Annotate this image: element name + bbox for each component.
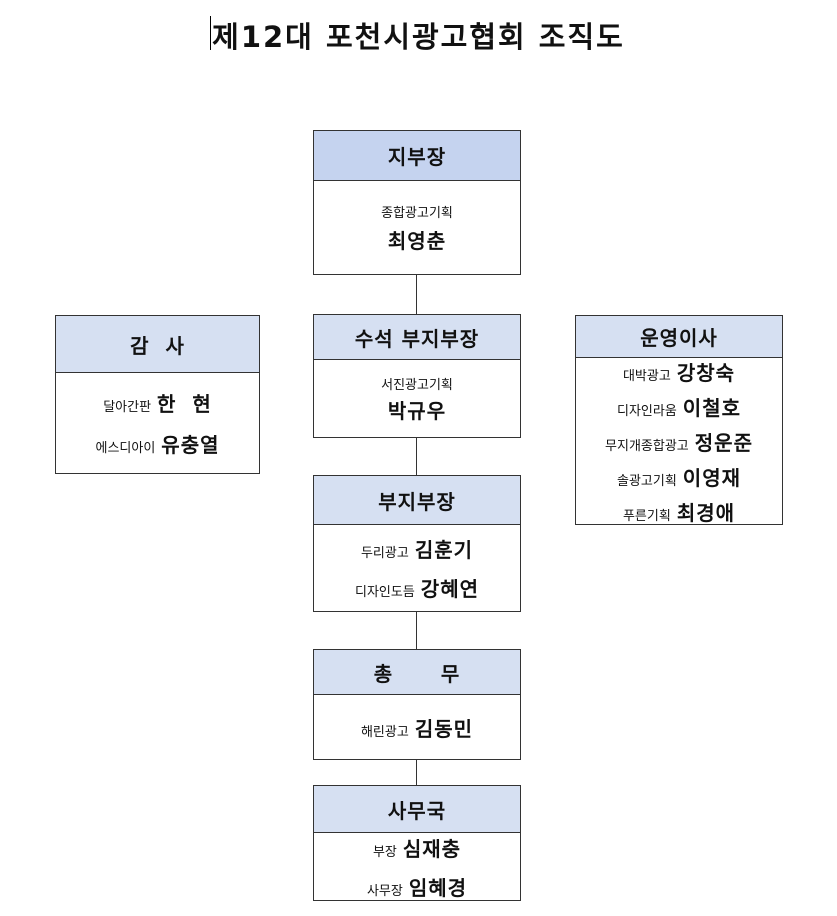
senior-vice-title: 수석 부지부장: [314, 315, 520, 360]
member-org: 사무장: [366, 883, 403, 899]
member-org: 푸른기획: [622, 508, 671, 524]
member-org: 해린광고: [360, 724, 409, 740]
member-name: 김훈기: [414, 538, 474, 562]
auditor-box: 감 사 달아간판 한 현 에스디아이 유충열: [55, 315, 260, 474]
member-row: 사무장 임혜경: [367, 872, 467, 901]
member-org: 에스디아이: [95, 441, 156, 456]
member-name: 김동민: [414, 716, 474, 741]
text-cursor: [210, 16, 211, 50]
member-org: 대박광고: [622, 368, 671, 384]
member-row: 솔광고기획 이영재: [617, 462, 741, 491]
member-org: 두리광고: [360, 546, 409, 561]
member-name: 박규우: [387, 398, 447, 423]
member-name: 최영춘: [387, 228, 447, 253]
member-row: 부장 심재충: [373, 833, 461, 862]
member-name: 이철호: [682, 395, 741, 420]
member-name: 임혜경: [408, 875, 468, 900]
member-name: 최경애: [676, 500, 736, 525]
member-org: 디자인라움: [616, 403, 677, 419]
member-org: 달아간판: [103, 400, 152, 415]
member-row: 달아간판 한 현: [103, 388, 212, 417]
member-org: 부장: [372, 844, 397, 860]
member-name: 강창숙: [676, 360, 736, 385]
member-name: 이영재: [682, 465, 741, 490]
member-org: 무지개종합광고: [605, 438, 689, 454]
member-name: 강혜연: [420, 577, 479, 601]
general-affairs-title: 총 무: [314, 650, 520, 695]
member-name: 심재충: [402, 836, 462, 861]
secretariat-title: 사무국: [314, 786, 520, 833]
member-name: 한 현: [157, 392, 212, 416]
member-row: 두리광고 김훈기: [361, 534, 473, 563]
branch-manager-box: 지부장 종합광고기획 최영춘: [313, 130, 521, 275]
member-org: 솔광고기획: [616, 473, 677, 489]
member-org: 종합광고기획: [381, 205, 453, 221]
member-row: 디자인라움 이철호: [617, 392, 741, 421]
connector-line: [416, 612, 417, 649]
vice-box: 부지부장 두리광고 김훈기 디자인도듬 강혜연: [313, 475, 521, 612]
page-title: 제12대 포천시광고협회 조직도: [212, 20, 625, 54]
member-org: 디자인도듬: [354, 585, 415, 600]
vice-title: 부지부장: [314, 476, 520, 525]
member-row: 에스디아이 유충열: [95, 429, 219, 458]
connector-line: [416, 438, 417, 475]
directors-title: 운영이사: [576, 316, 782, 358]
directors-box: 운영이사 대박광고 강창숙 디자인라움 이철호 무지개종합광고 정운준 솔광고기…: [575, 315, 783, 525]
general-affairs-box: 총 무 해린광고 김동민: [313, 649, 521, 760]
member-row: 해린광고 김동민: [361, 713, 473, 742]
member-row: 무지개종합광고 정운준: [605, 427, 753, 456]
member-name: 유충열: [161, 433, 220, 457]
secretariat-box: 사무국 부장 심재충 사무장 임혜경: [313, 785, 521, 901]
connector-line: [416, 760, 417, 785]
auditor-title: 감 사: [56, 316, 259, 373]
member-row: 디자인도듬 강혜연: [355, 573, 479, 602]
member-row: 대박광고 강창숙: [623, 357, 735, 386]
connector-line: [416, 275, 417, 314]
member-row: 푸른기획 최경애: [623, 497, 735, 526]
member-name: 정운준: [694, 430, 753, 455]
member-org: 서진광고기획: [381, 377, 453, 393]
senior-vice-box: 수석 부지부장 서진광고기획 박규우: [313, 314, 521, 438]
branch-manager-title: 지부장: [314, 131, 520, 181]
